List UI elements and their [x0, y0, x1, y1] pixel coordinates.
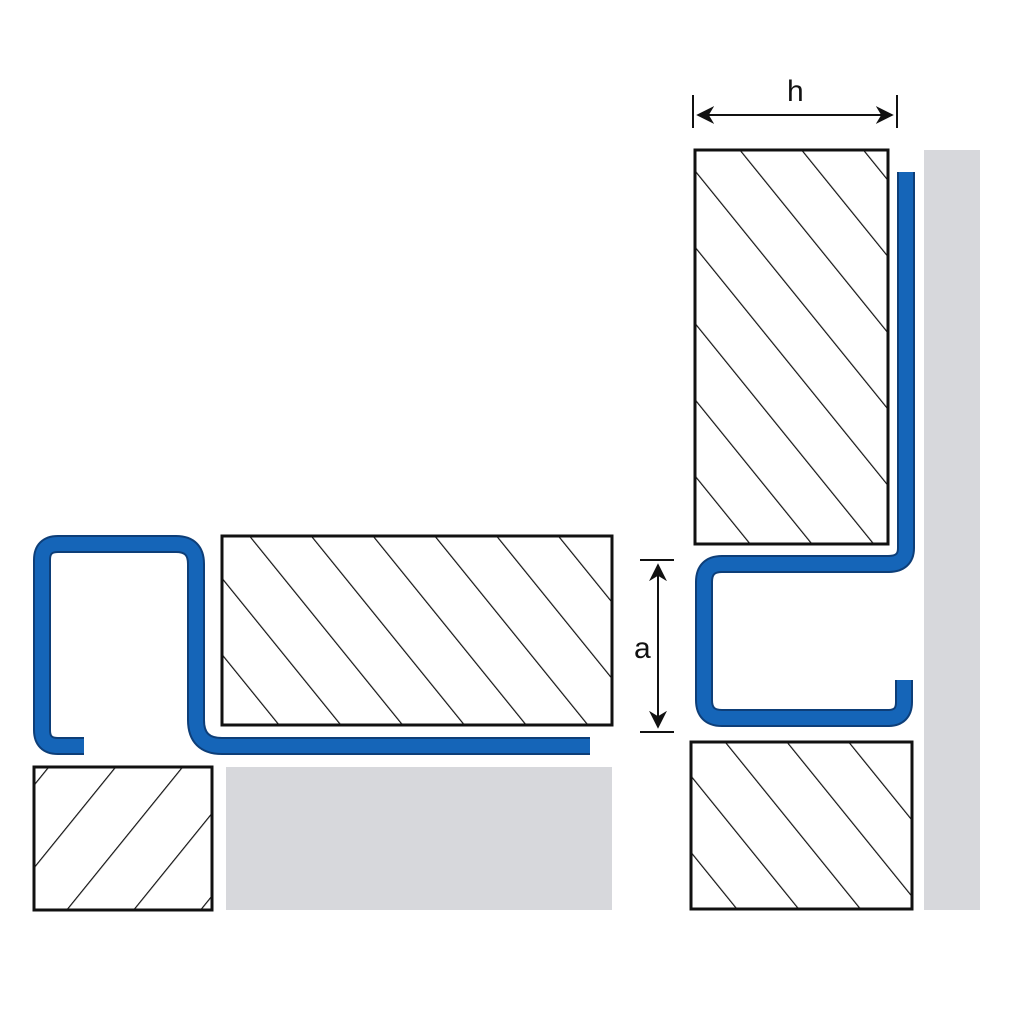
- substrate-wall-right: [924, 150, 980, 910]
- dimension-h: h: [692, 75, 898, 128]
- tile-top-left: [220, 534, 614, 727]
- dimension-a-label: a: [634, 632, 651, 665]
- dimension-a: a: [634, 559, 674, 733]
- tile-bottom-left: [32, 765, 214, 912]
- tile-upper-right: [693, 148, 890, 546]
- tile-lower-right: [689, 740, 914, 911]
- left-assembly: [32, 534, 614, 912]
- dimension-h-label: h: [787, 75, 804, 108]
- substrate-left: [226, 767, 612, 910]
- right-assembly: [689, 148, 980, 911]
